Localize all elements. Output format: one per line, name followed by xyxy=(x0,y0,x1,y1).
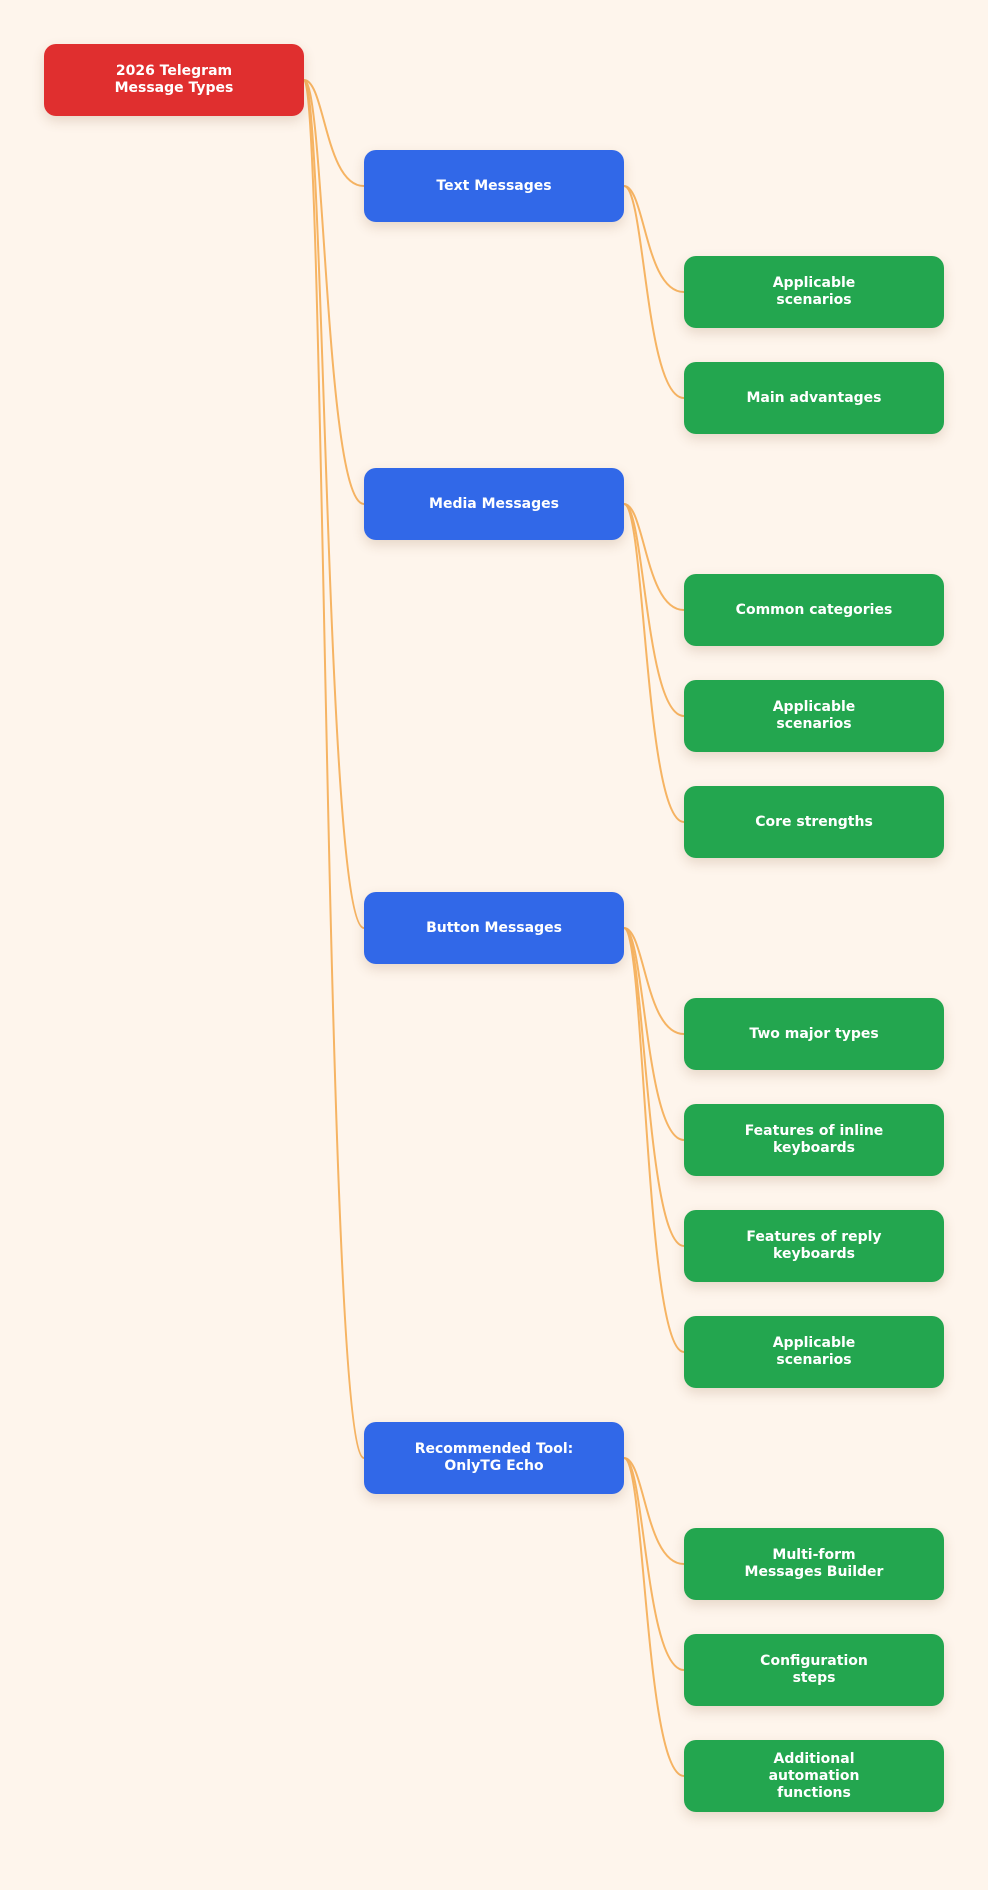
leaf-node-text-main-advantages[interactable]: Main advantages xyxy=(684,362,944,434)
leaf-node-tool-configuration-steps[interactable]: Configuration steps xyxy=(684,1634,944,1706)
leaf-node-label: Additional automation functions xyxy=(768,1750,860,1801)
root-node[interactable]: 2026 Telegram Message Types xyxy=(44,44,304,116)
leaf-node-tool-automation-functions[interactable]: Additional automation functions xyxy=(684,1740,944,1812)
branch-leaf-connector xyxy=(623,185,685,399)
branch-leaf-connector xyxy=(623,927,685,1035)
branch-leaf-connector xyxy=(623,1457,685,1671)
leaf-node-label: Features of reply keyboards xyxy=(746,1229,882,1262)
branch-node-label: Recommended Tool: OnlyTG Echo xyxy=(414,1441,574,1474)
branch-node-label: Button Messages xyxy=(426,919,562,936)
leaf-node-button-reply-keyboards[interactable]: Features of reply keyboards xyxy=(684,1210,944,1282)
root-branch-connector xyxy=(303,79,365,929)
root-node-label: 2026 Telegram Message Types xyxy=(114,63,234,96)
leaf-node-label: Main advantages xyxy=(746,389,882,406)
branch-node-label: Media Messages xyxy=(429,495,559,512)
branch-node-text-messages[interactable]: Text Messages xyxy=(364,150,624,222)
leaf-node-button-two-major-types[interactable]: Two major types xyxy=(684,998,944,1070)
branch-leaf-connector xyxy=(623,1457,685,1565)
leaf-node-media-applicable-scenarios[interactable]: Applicable scenarios xyxy=(684,680,944,752)
branch-leaf-connector xyxy=(623,927,685,1141)
leaf-node-label: Multi-form Messages Builder xyxy=(744,1547,884,1580)
leaf-node-label: Applicable scenarios xyxy=(772,275,856,308)
branch-leaf-connector xyxy=(623,503,685,717)
leaf-node-label: Core strengths xyxy=(755,813,873,830)
branch-node-recommended-tool[interactable]: Recommended Tool: OnlyTG Echo xyxy=(364,1422,624,1494)
branch-leaf-connector xyxy=(623,503,685,823)
leaf-node-media-common-categories[interactable]: Common categories xyxy=(684,574,944,646)
branch-node-label: Text Messages xyxy=(436,177,552,194)
branch-node-media-messages[interactable]: Media Messages xyxy=(364,468,624,540)
branch-leaf-connector xyxy=(623,1457,685,1777)
branch-leaf-connector xyxy=(623,927,685,1247)
branch-leaf-connector xyxy=(623,503,685,611)
root-branch-connector xyxy=(303,79,365,187)
leaf-node-label: Features of inline keyboards xyxy=(744,1123,884,1156)
leaf-node-button-applicable-scenarios[interactable]: Applicable scenarios xyxy=(684,1316,944,1388)
leaf-node-text-applicable-scenarios[interactable]: Applicable scenarios xyxy=(684,256,944,328)
leaf-node-label: Applicable scenarios xyxy=(772,699,856,732)
branch-leaf-connector xyxy=(623,927,685,1353)
branch-node-button-messages[interactable]: Button Messages xyxy=(364,892,624,964)
leaf-node-button-inline-keyboards[interactable]: Features of inline keyboards xyxy=(684,1104,944,1176)
leaf-node-label: Two major types xyxy=(749,1025,879,1042)
root-branch-connector xyxy=(303,79,365,1459)
leaf-node-label: Configuration steps xyxy=(760,1653,868,1686)
leaf-node-label: Common categories xyxy=(735,601,893,618)
root-branch-connector xyxy=(303,79,365,505)
leaf-node-label: Applicable scenarios xyxy=(772,1335,856,1368)
leaf-node-media-core-strengths[interactable]: Core strengths xyxy=(684,786,944,858)
leaf-node-tool-messages-builder[interactable]: Multi-form Messages Builder xyxy=(684,1528,944,1600)
branch-leaf-connector xyxy=(623,185,685,293)
